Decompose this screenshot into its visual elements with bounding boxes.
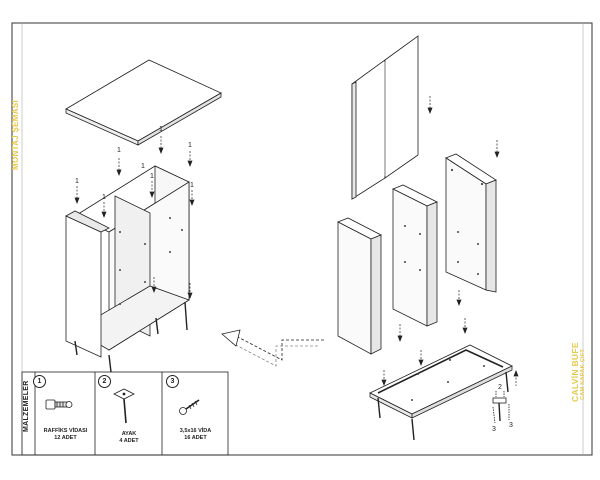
cabinet-body: [65, 165, 190, 358]
cabinet-side-arrows: [74, 181, 195, 299]
left-callouts: 1 1 1 1 1 1 1 1: [75, 126, 194, 201]
wood-screw-icon: [179, 399, 200, 415]
base-frame: [369, 344, 513, 419]
callout-side-1: 1: [75, 178, 79, 185]
leg-detail: [492, 391, 510, 424]
materials-heading: MALZEMELER: [23, 380, 30, 432]
material-label-3: 3,5x16 VİDA 16 ADET: [163, 428, 228, 441]
door-arrow: [427, 96, 433, 114]
left-side-panel: [337, 217, 382, 355]
material-name-1: RAFFİKS VİDASI: [43, 428, 88, 434]
base-frame-holes: [387, 359, 485, 401]
callout-leg-screw-a: 3: [492, 426, 496, 433]
callout-top-4: 1: [141, 163, 145, 170]
left-panel-arrows: [397, 318, 468, 342]
base-arrows: [381, 350, 519, 386]
middle-panel-holes: [404, 225, 421, 271]
callout-top-2: 1: [159, 126, 163, 133]
top-panel: [65, 59, 222, 146]
callout-side-3: 1: [150, 173, 154, 180]
right-side-panel: [445, 153, 497, 293]
base-legs: [377, 371, 509, 441]
material-name-3: 3,5x16 VİDA: [179, 428, 212, 434]
right-panel-arrows: [456, 140, 500, 306]
right-side-panel-holes: [450, 168, 484, 275]
assembly-direction-arrow: [221, 329, 324, 367]
middle-panel: [392, 184, 438, 327]
furniture-leg-icon: [113, 388, 135, 424]
material-label-1: RAFFİKS VİDASI 12 ADET: [36, 428, 95, 441]
material-number-1: 1: [33, 375, 46, 388]
sheet-frame: [11, 22, 593, 456]
cabinet-legs: [74, 301, 188, 373]
callout-leg: 2: [498, 384, 502, 391]
panel-holes: [119, 217, 183, 305]
callout-side-2: 1: [102, 194, 106, 201]
materials-table: [21, 371, 229, 456]
cam-lock-screw-icon: [45, 399, 73, 410]
material-qty-2: 4 ADET: [119, 437, 139, 444]
material-name-2: AYAK: [121, 431, 137, 437]
product-variant-vertical: CAM KAPAK ÇİFT: [580, 348, 586, 400]
callout-top-1: 1: [117, 147, 121, 154]
leg-callouts: 2 3 3: [492, 384, 513, 433]
callout-top-3: 1: [188, 142, 192, 149]
product-name-vertical: CALVİN BÜFE: [570, 342, 580, 402]
callout-leg-screw-b: 3: [509, 422, 513, 429]
material-number-2: 2: [98, 375, 111, 388]
sheet-title-vertical: MONTAJ ŞEMASI: [11, 100, 20, 170]
material-label-2: AYAK 4 ADET: [96, 431, 162, 444]
material-qty-3: 16 ADET: [184, 434, 207, 441]
material-number-3: 3: [166, 375, 179, 388]
glass-door-pair: [351, 35, 419, 200]
callout-side-4: 1: [190, 182, 194, 189]
material-qty-1: 12 ADET: [54, 434, 77, 441]
